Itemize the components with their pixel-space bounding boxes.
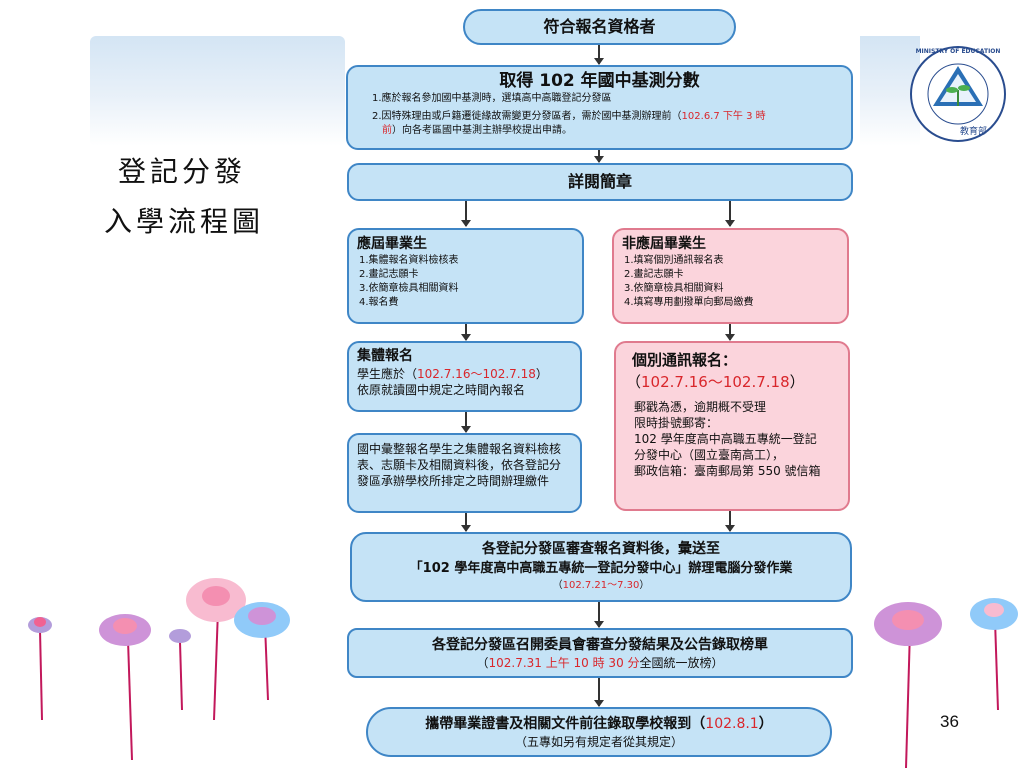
- noncurrent-item: 1.填寫個別通訊報名表: [624, 255, 724, 266]
- flower-icon: [970, 598, 1018, 711]
- individual-line: 郵政信箱：臺南郵局第 550 號信箱: [634, 464, 821, 478]
- node-review-line2: 「102 學年度高中高職五專統一登記分發中心」辦理電腦分發作業: [409, 561, 793, 576]
- noncurrent-item: 3.依簡章檢具相關資料: [624, 283, 724, 294]
- node-eligible: 符合報名資格者: [463, 9, 736, 45]
- node-score-line3: 前）向各考區國中基測主辦學校提出申請。: [382, 125, 572, 136]
- flower-icon: [234, 602, 290, 701]
- flower-icon: [186, 578, 246, 721]
- cloud-background-right: [860, 36, 920, 146]
- node-noncurrent-graduates: 非應屆畢業生 1.填寫個別通訊報名表 2.畫記志願卡 3.依簡章檢具相關資料 4…: [612, 228, 849, 324]
- current-item: 4.報名費: [359, 297, 399, 308]
- current-item: 3.依簡章檢具相關資料: [359, 283, 459, 294]
- group-date: 102.7.16～102.7.18: [417, 367, 536, 381]
- node-score: 取得 102 年國中基測分數 1.應於報名參加國中基測時，選填高中高職登記分發區…: [346, 65, 853, 150]
- individual-line: 分發中心（國立臺南高工），: [634, 448, 785, 462]
- logo-text-cn: 教育部: [960, 127, 988, 137]
- node-review: 各登記分發區審查報名資料後，彙送至 「102 學年度高中高職五專統一登記分發中心…: [350, 532, 852, 602]
- node-eligible-label: 符合報名資格者: [543, 17, 656, 36]
- node-individual-registration: 個別通訊報名： （102.7.16～102.7.18） 郵戳為憑，逾期概不受理 …: [614, 341, 850, 511]
- node-individual-date: （102.7.16～102.7.18）: [626, 373, 805, 391]
- deadline-text: 102.6.7 下午 3 時: [681, 111, 766, 122]
- node-current-title: 應屆畢業生: [357, 236, 427, 252]
- node-report: 攜帶畢業證書及相關文件前往錄取學校報到（102.8.1） （五專如另有規定者從其…: [366, 707, 832, 757]
- logo-text-ring: MINISTRY OF EDUCATION: [915, 48, 1001, 55]
- page-number: 36: [940, 712, 959, 731]
- node-individual-title: 個別通訊報名：: [632, 351, 738, 369]
- logo-seal-icon: [910, 46, 1006, 142]
- node-group-title: 集體報名: [357, 348, 413, 364]
- node-current-graduates: 應屆畢業生 1.集體報名資料檢核表 2.畫記志願卡 3.依簡章檢具相關資料 4.…: [347, 228, 584, 324]
- flower-icon: [874, 602, 942, 768]
- ministry-of-education-logo: MINISTRY OF EDUCATION 教育部: [908, 44, 1008, 144]
- node-score-title: 取得 102 年國中基測分數: [499, 71, 700, 91]
- flowers-left-decoration: [28, 578, 290, 761]
- node-score-line2: 2.因特殊理由或戶籍遷徙緣故需變更分發區者，需於國中基測辦理前（102.6.7 …: [372, 111, 766, 122]
- current-item: 2.畫記志願卡: [359, 269, 419, 280]
- individual-line: 102 學年度高中高職五專統一登記: [634, 432, 817, 446]
- report-date: 102.8.1: [705, 716, 759, 732]
- node-result-date: （102.7.31 上午 10 時 30 分全國統一放榜）: [476, 656, 724, 670]
- node-group-registration: 集體報名 學生應於（102.7.16～102.7.18） 依原就讀國中規定之時間…: [347, 341, 582, 412]
- node-noncurrent-title: 非應屆畢業生: [622, 236, 706, 252]
- result-date: 102.7.31 上午 10 時 30 分: [488, 656, 640, 670]
- node-rules: 詳閱簡章: [347, 163, 853, 201]
- node-group-line2: 依原就讀國中規定之時間內報名: [357, 383, 526, 397]
- node-report-line1: 攜帶畢業證書及相關文件前往錄取學校報到（102.8.1）: [425, 716, 773, 732]
- node-review-date: （102.7.21～7.30）: [552, 580, 650, 591]
- flower-icon: [169, 629, 191, 711]
- side-title-line2: 入學流程圖: [104, 205, 265, 238]
- node-group-line1: 學生應於（102.7.16～102.7.18）: [357, 367, 548, 381]
- cloud-background-left: [90, 36, 345, 146]
- individual-line: 限時掛號郵寄：: [634, 416, 719, 430]
- node-group-detail-text: 國中彙整報名學生之集體報名資料檢核表、志願卡及相關資料後，依各登記分發區承辦學校…: [357, 442, 562, 488]
- node-result-line1: 各登記分發區召開委員會審查分發結果及公告錄取榜單: [432, 637, 768, 653]
- flower-icon: [28, 617, 52, 721]
- noncurrent-item: 2.畫記志願卡: [624, 269, 684, 280]
- node-report-line2: （五專如另有規定者從其規定）: [514, 735, 683, 749]
- review-date: 102.7.21～7.30: [562, 580, 640, 591]
- current-item: 1.集體報名資料檢核表: [359, 255, 459, 266]
- noncurrent-item: 4.填寫專用劃撥單向郵局繳費: [624, 297, 754, 308]
- flowers-right-decoration: [874, 598, 1018, 768]
- node-rules-label: 詳閱簡章: [567, 172, 632, 191]
- node-result: 各登記分發區召開委員會審查分發結果及公告錄取榜單 （102.7.31 上午 10…: [347, 628, 853, 678]
- flower-icon: [99, 614, 151, 761]
- node-group-detail: 國中彙整報名學生之集體報名資料檢核表、志願卡及相關資料後，依各登記分發區承辦學校…: [347, 433, 582, 513]
- node-review-line1: 各登記分發區審查報名資料後，彙送至: [482, 541, 720, 557]
- side-title-line1: 登記分發: [118, 155, 247, 188]
- individual-date: 102.7.16～102.7.18: [641, 373, 790, 391]
- individual-line: 郵戳為憑，逾期概不受理: [634, 400, 767, 414]
- node-score-line1: 1.應於報名參加國中基測時，選填高中高職登記分發區: [372, 93, 612, 104]
